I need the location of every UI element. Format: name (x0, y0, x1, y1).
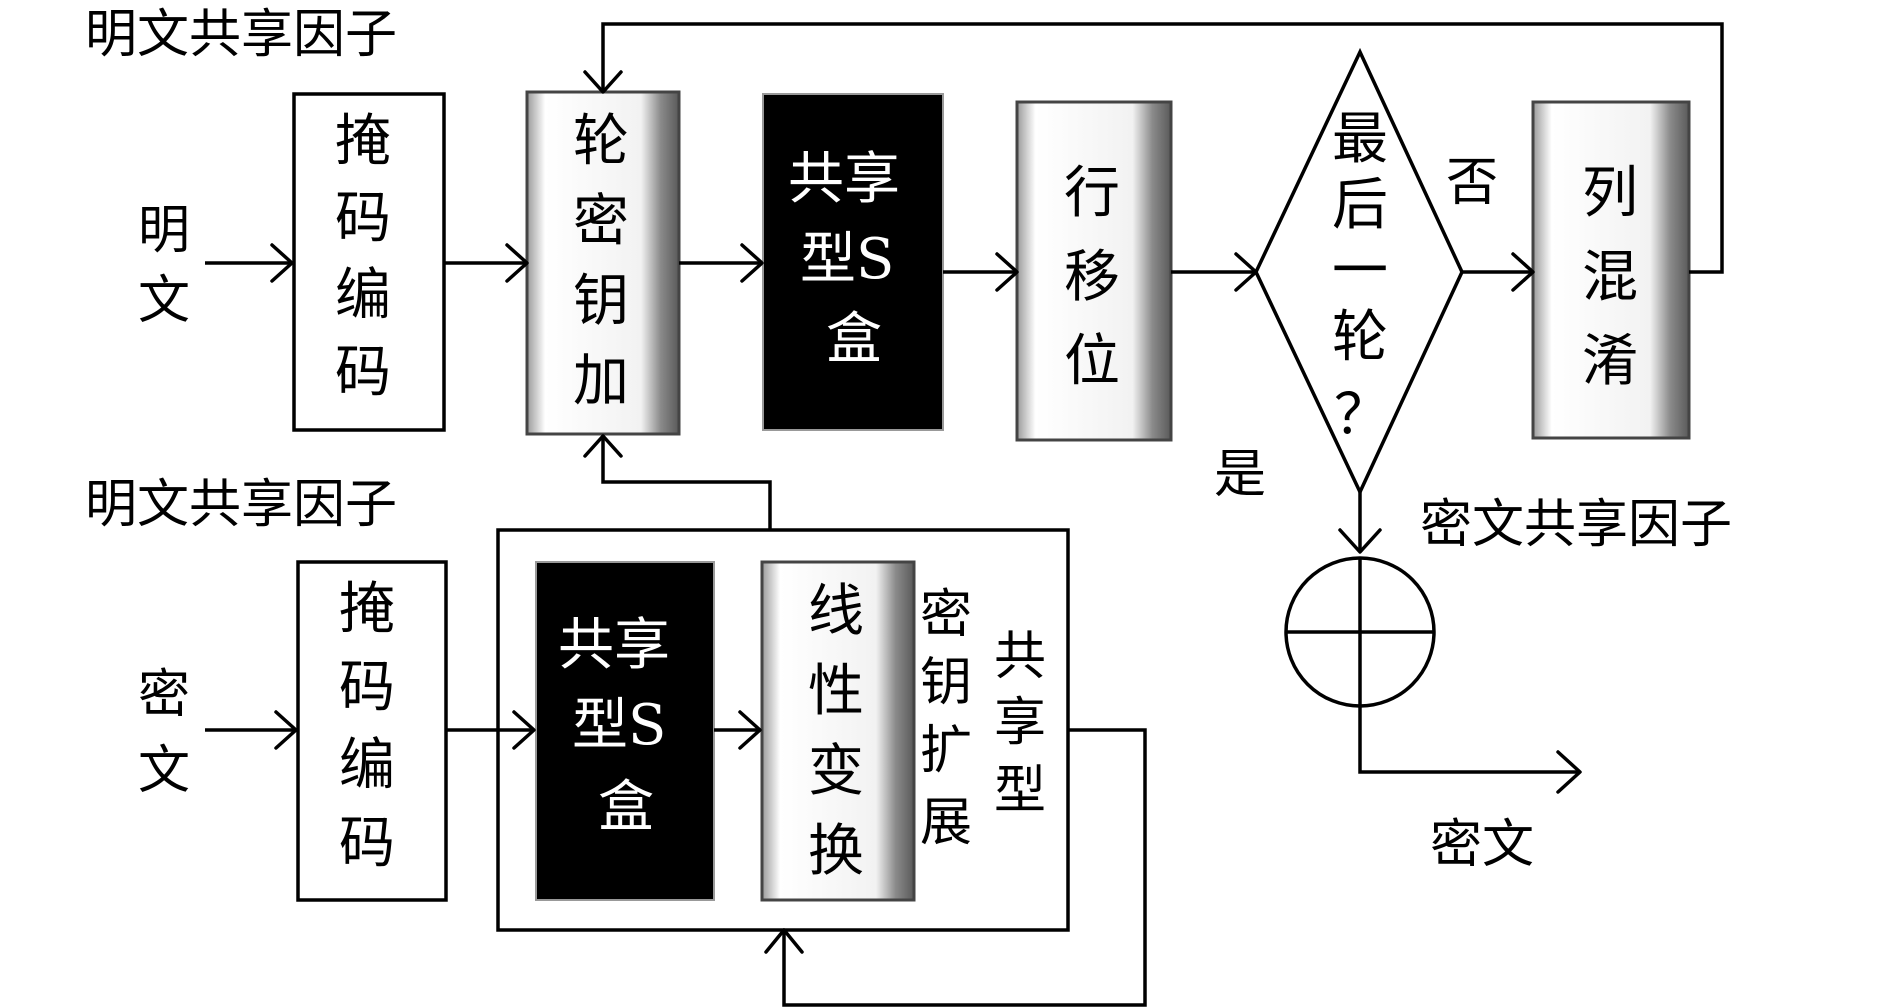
svg-text:掩: 掩 (335, 109, 391, 174)
yes-branch-label: 是 (1214, 445, 1266, 505)
top-row-connectors (205, 22, 1724, 292)
svg-text:移: 移 (1064, 245, 1120, 310)
plaintext-input-label: 文 (138, 271, 190, 331)
svg-text:变: 变 (808, 739, 864, 804)
ciphertext-output-label: 密文 (1430, 815, 1534, 875)
svg-text:码: 码 (335, 186, 391, 251)
top-mix-columns-box: 列 混 淆 (1531, 100, 1691, 440)
top-mask-encode-box: 掩 码 编 码 (292, 92, 446, 432)
svg-text:码: 码 (339, 655, 395, 720)
svg-text:码: 码 (335, 340, 391, 405)
svg-text:加: 加 (573, 349, 629, 414)
svg-text:列: 列 (1582, 161, 1638, 226)
svg-text:轮: 轮 (573, 109, 629, 174)
svg-text:密: 密 (573, 189, 629, 254)
shared-type-label: 共 享 型 (994, 627, 1046, 821)
bottom-linear-transform-box: 线 性 变 换 (760, 560, 916, 902)
svg-text:编: 编 (339, 733, 395, 798)
svg-text:型S: 型S (572, 693, 666, 758)
svg-text:后: 后 (1332, 173, 1388, 238)
svg-text:盒: 盒 (598, 775, 654, 840)
plaintext-share-factor-label-bottom: 明文共享因子 (85, 475, 397, 535)
svg-text:共享: 共享 (788, 147, 900, 212)
svg-text:混: 混 (1582, 245, 1638, 310)
svg-text:型S: 型S (800, 227, 894, 292)
bottom-shared-sbox-box: 共享 型S 盒 (535, 561, 715, 901)
svg-text:钥: 钥 (573, 269, 629, 334)
svg-text:盒: 盒 (826, 307, 882, 372)
bottom-mask-encode-box: 掩 码 编 码 (296, 560, 448, 902)
top-shared-sbox-box: 共享 型S 盒 (762, 93, 944, 431)
svg-text:掩: 掩 (339, 577, 395, 642)
svg-text:最: 最 (1332, 107, 1388, 172)
svg-text:位: 位 (1064, 329, 1120, 394)
svg-text:一: 一 (1332, 239, 1388, 304)
plaintext-input-label: 明 (138, 201, 190, 261)
last-round-decision-diamond: 最 后 一 轮 ？ (1254, 47, 1464, 497)
svg-text:编: 编 (335, 263, 391, 328)
svg-text:型: 型 (994, 761, 1046, 821)
no-branch-label: 否 (1446, 153, 1498, 213)
ciphertext-output-connector (1358, 706, 1582, 794)
ciphertext-input-label: 密 (138, 665, 190, 725)
xor-icon (1284, 556, 1436, 708)
svg-text:线: 线 (808, 579, 864, 644)
bottom-row-connectors (205, 434, 1147, 1007)
svg-text:扩: 扩 (920, 721, 972, 781)
svg-text:展: 展 (920, 793, 972, 853)
svg-text:享: 享 (994, 693, 1046, 753)
svg-text:钥: 钥 (920, 653, 972, 713)
svg-text:淆: 淆 (1582, 329, 1638, 394)
svg-text:性: 性 (808, 659, 864, 724)
svg-text:轮: 轮 (1332, 305, 1388, 370)
plaintext-share-factor-label-top: 明文共享因子 (85, 5, 397, 65)
svg-text:密: 密 (920, 585, 972, 645)
ciphertext-input-label: 文 (138, 741, 190, 801)
key-expansion-label: 密 钥 扩 展 (920, 585, 972, 853)
yes-branch-connector (1338, 492, 1382, 554)
top-round-key-add-box: 轮 密 钥 加 (525, 90, 681, 436)
top-shift-rows-box: 行 移 位 (1015, 100, 1173, 442)
svg-text:共享: 共享 (558, 613, 670, 678)
svg-text:码: 码 (339, 811, 395, 876)
svg-text:共: 共 (994, 627, 1046, 687)
svg-text:？: ？ (1334, 383, 1390, 448)
svg-text:换: 换 (808, 819, 864, 884)
ciphertext-share-factor-label: 密文共享因子 (1420, 495, 1732, 555)
svg-text:行: 行 (1064, 161, 1120, 226)
